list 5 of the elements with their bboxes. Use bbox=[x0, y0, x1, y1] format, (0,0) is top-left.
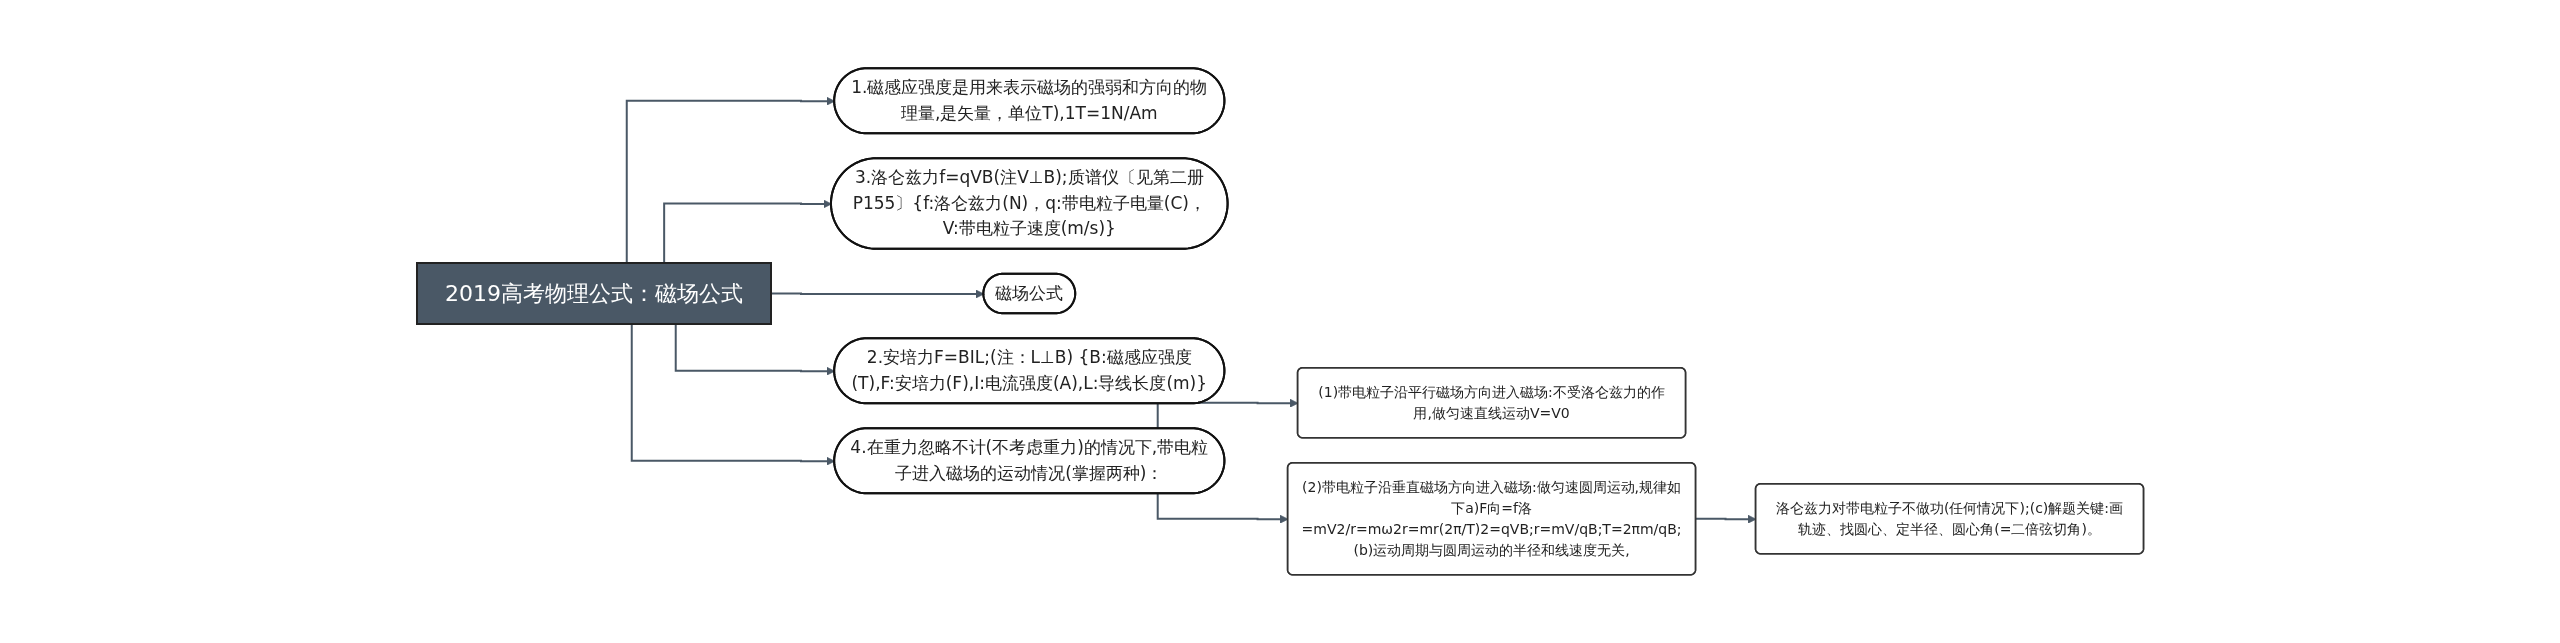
arrow bbox=[662, 199, 832, 264]
arrow bbox=[625, 96, 835, 264]
node-box: 2019高考物理公式：磁场公式 bbox=[415, 262, 772, 325]
arrow bbox=[630, 323, 835, 466]
arrow bbox=[674, 323, 835, 376]
